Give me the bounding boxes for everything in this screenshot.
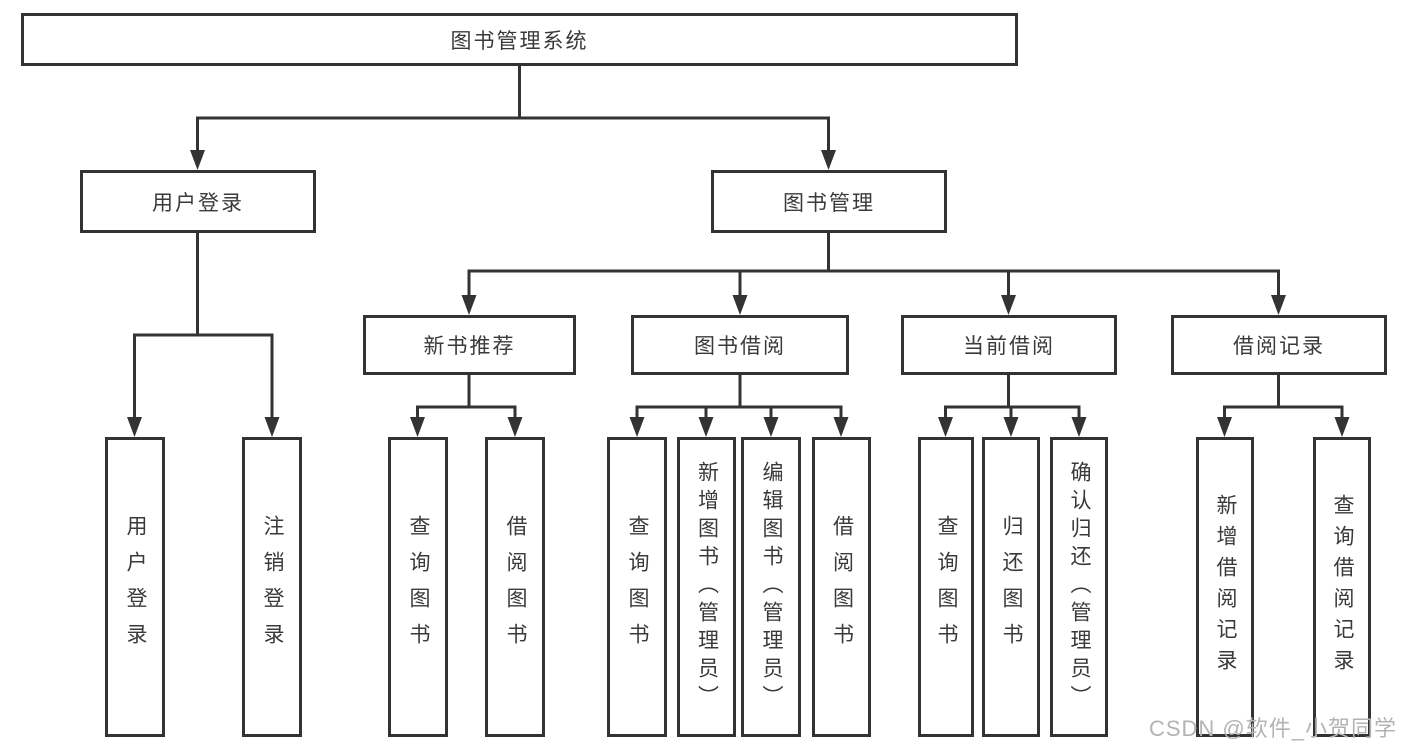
leaf-bookborrow-add-books-admin: 新增图书（管理员） (677, 437, 736, 737)
node-label: 借阅记录 (1233, 335, 1325, 358)
leaf-label: 确认归还（管理员） (1068, 461, 1091, 713)
leaf-label: 注销登录 (261, 515, 284, 659)
leaf-label: 查询借阅记录 (1331, 494, 1354, 680)
node-label: 新书推荐 (423, 335, 516, 358)
leaf-current-confirm-return-admin: 确认归还（管理员） (1050, 437, 1108, 737)
leaf-label: 归还图书 (1000, 515, 1023, 659)
leaf-label: 新增图书（管理员） (695, 461, 719, 713)
node-label: 图书管理系统 (450, 29, 589, 53)
leaf-label: 编辑图书（管理员） (760, 461, 783, 713)
node-library-management-system: 图书管理系统 (21, 13, 1018, 66)
node-label: 图书管理 (783, 191, 875, 215)
leaf-label: 查询图书 (935, 515, 958, 659)
leaf-label: 借阅图书 (504, 515, 527, 659)
leaf-label: 借阅图书 (830, 515, 854, 659)
node-label: 用户登录 (152, 191, 244, 215)
leaf-newbook-borrow-books: 借阅图书 (485, 437, 545, 737)
leaf-current-return-books: 归还图书 (982, 437, 1040, 737)
node-user-login-branch: 用户登录 (80, 170, 316, 233)
leaf-bookborrow-query-books: 查询图书 (607, 437, 667, 737)
leaf-label: 查询图书 (407, 515, 430, 659)
leaf-bookborrow-edit-books-admin: 编辑图书（管理员） (741, 437, 801, 737)
leaf-label: 查询图书 (626, 515, 649, 659)
node-borrow-records: 借阅记录 (1171, 315, 1387, 375)
node-current-borrow: 当前借阅 (901, 315, 1117, 375)
leaf-logout: 注销登录 (242, 437, 302, 737)
node-book-management-branch: 图书管理 (711, 170, 947, 233)
node-label: 当前借阅 (963, 335, 1055, 358)
leaf-newbook-query-books: 查询图书 (388, 437, 448, 737)
leaf-records-add-borrow-record: 新增借阅记录 (1196, 437, 1254, 737)
leaf-current-query-books: 查询图书 (918, 437, 974, 737)
leaf-records-query-borrow-record: 查询借阅记录 (1313, 437, 1371, 737)
leaf-bookborrow-borrow-books: 借阅图书 (812, 437, 871, 737)
node-label: 图书借阅 (694, 335, 786, 358)
leaf-label: 用户登录 (124, 515, 147, 659)
leaf-user-login: 用户登录 (105, 437, 165, 737)
leaf-label: 新增借阅记录 (1214, 494, 1237, 680)
node-book-borrow: 图书借阅 (631, 315, 849, 375)
node-new-book-recommend: 新书推荐 (363, 315, 576, 375)
